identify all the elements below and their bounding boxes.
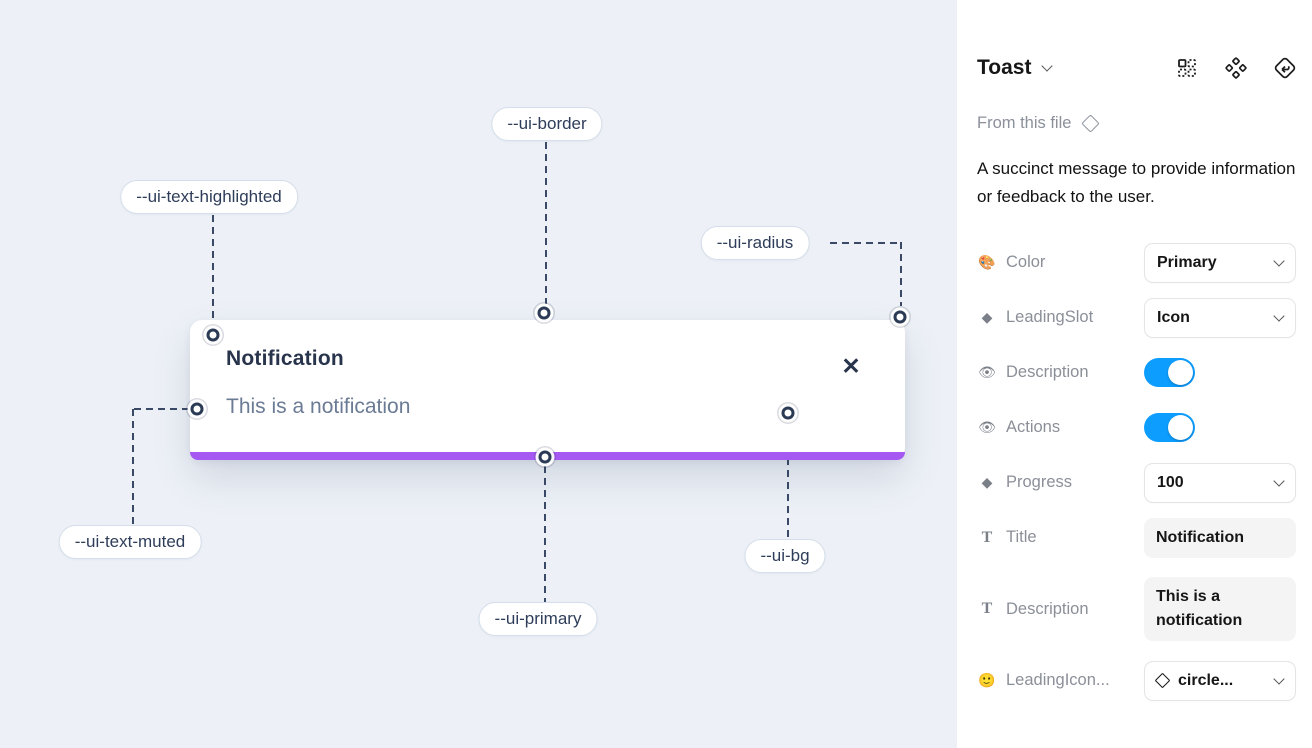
color-select[interactable]: Primary <box>1144 242 1296 283</box>
property-list: 🎨 Color Primary ◆ LeadingSlot Icon <box>977 235 1296 708</box>
prop-label-progress: Progress <box>1006 473 1073 491</box>
toast-description: This is a notification <box>226 395 411 418</box>
prop-row-actions-toggle: 👁 Actions <box>977 400 1296 455</box>
toast-component: Notification This is a notification ✕ <box>190 320 905 460</box>
anchor-dot-ui-border <box>537 306 551 320</box>
connector-ui-primary <box>544 466 546 602</box>
label-ui-bg: --ui-bg <box>744 539 826 573</box>
connector-ui-text-muted-v <box>132 409 134 525</box>
source-label: From this file <box>977 114 1072 132</box>
anchor-dot-ui-primary <box>538 450 552 464</box>
connector-ui-bg <box>787 422 789 539</box>
prop-label-leadingslot: LeadingSlot <box>1006 308 1094 326</box>
connector-ui-text-muted-h <box>134 408 188 410</box>
chevron-down-icon <box>1273 475 1285 487</box>
prop-row-progress: ◆ Progress 100 <box>977 455 1296 510</box>
chevron-down-icon <box>1273 673 1285 685</box>
leadingslot-select[interactable]: Icon <box>1144 297 1296 338</box>
anchor-dot-ui-radius <box>893 310 907 324</box>
properties-panel: Toast <box>956 0 1312 748</box>
variants-icon[interactable] <box>1225 57 1247 79</box>
prop-row-leadingslot: ◆ LeadingSlot Icon <box>977 290 1296 345</box>
diamond-icon: ◆ <box>981 474 993 491</box>
text-type-icon: T <box>981 528 993 546</box>
connector-ui-border <box>545 142 547 304</box>
text-type-icon: T <box>981 600 993 617</box>
chevron-down-icon[interactable] <box>1041 60 1054 72</box>
anchor-dot-ui-text-muted <box>190 402 204 416</box>
chevron-down-icon <box>1273 255 1285 267</box>
smiley-icon: 🙂 <box>978 672 996 689</box>
anchor-dot-ui-text-highlighted <box>206 328 220 342</box>
label-ui-border: --ui-border <box>491 107 603 141</box>
prop-label-actions: Actions <box>1006 418 1061 436</box>
prop-row-title: T Title Notification <box>977 510 1296 565</box>
prop-label-leadingicon: LeadingIcon... <box>1006 671 1110 689</box>
panel-header: Toast <box>977 56 1296 80</box>
connector-ui-radius-v <box>900 242 902 306</box>
progress-select[interactable]: 100 <box>1144 462 1296 503</box>
component-diamond-icon <box>1154 672 1171 689</box>
prop-row-leadingicon: 🙂 LeadingIcon... circle... <box>977 653 1296 708</box>
actions-toggle[interactable] <box>1144 413 1195 442</box>
title-input[interactable]: Notification <box>1144 517 1296 558</box>
go-to-main-component-icon[interactable] <box>1274 57 1296 79</box>
prop-label-color: Color <box>1006 253 1046 271</box>
eye-icon: 👁 <box>978 419 996 436</box>
eye-icon: 👁 <box>978 364 996 381</box>
palette-icon: 🎨 <box>978 254 996 271</box>
prop-label-description-text: Description <box>1006 599 1089 618</box>
prop-label-description: Description <box>1006 363 1089 381</box>
instance-grid-icon[interactable] <box>1176 57 1198 79</box>
anchor-dot-ui-bg <box>781 406 795 420</box>
connector-ui-radius-h <box>830 242 902 244</box>
chevron-down-icon <box>1273 310 1285 322</box>
leadingicon-select[interactable]: circle... <box>1144 660 1296 701</box>
label-ui-primary: --ui-primary <box>478 602 598 636</box>
connector-ui-text-highlighted <box>212 215 214 325</box>
label-ui-radius: --ui-radius <box>700 226 810 260</box>
close-icon[interactable]: ✕ <box>841 352 861 379</box>
label-ui-text-muted: --ui-text-muted <box>58 525 202 559</box>
prop-row-color: 🎨 Color Primary <box>977 235 1296 290</box>
component-preview-canvas: Notification This is a notification ✕ --… <box>0 0 956 748</box>
prop-label-title: Title <box>1006 528 1037 546</box>
component-title: Toast <box>977 56 1032 79</box>
component-description: A succinct message to provide informatio… <box>977 159 1296 206</box>
toast-title: Notification <box>226 347 344 370</box>
prop-row-description-toggle: 👁 Description <box>977 345 1296 400</box>
source-row: From this file <box>977 114 1296 133</box>
component-diamond-icon <box>1081 114 1101 133</box>
description-toggle[interactable] <box>1144 358 1195 387</box>
header-icon-group <box>1176 57 1296 79</box>
prop-row-description-text: T Description This is a notification <box>977 565 1296 653</box>
label-ui-text-highlighted: --ui-text-highlighted <box>120 180 298 214</box>
description-input[interactable]: This is a notification <box>1144 577 1296 641</box>
diamond-icon: ◆ <box>981 309 993 326</box>
